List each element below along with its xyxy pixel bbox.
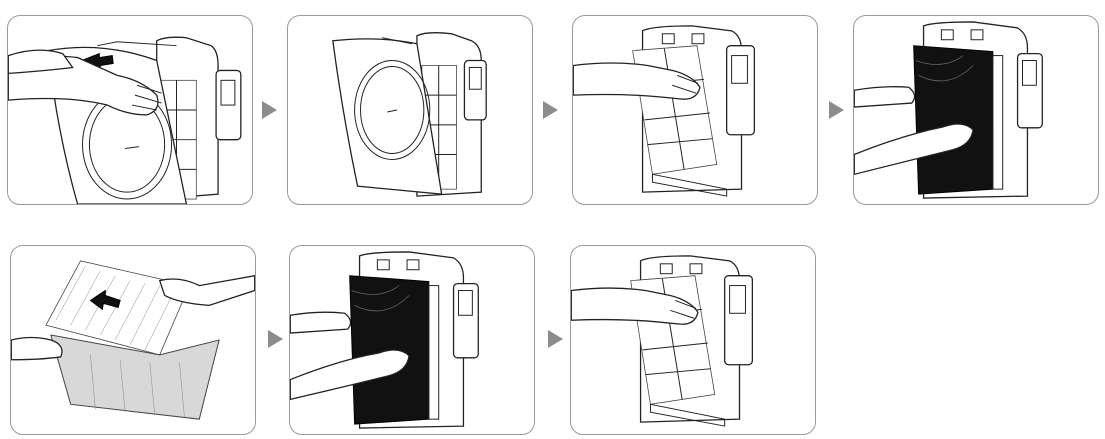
step-2-illustration	[332, 32, 487, 197]
step-6-insert-carbon-filter	[289, 245, 535, 435]
step-5-unwrap-new-filter	[10, 245, 256, 435]
step-5-illustration	[11, 260, 255, 420]
step-1-remove-front-panel	[7, 15, 253, 205]
step-4-illustration	[854, 21, 1043, 199]
step-1-illustration	[8, 36, 242, 204]
step-4-remove-carbon-filter	[853, 15, 1099, 205]
step-3-illustration	[573, 25, 756, 197]
step-3-remove-pre-filter	[572, 15, 818, 205]
step-2-front-panel-off	[287, 15, 533, 205]
step-7-insert-pre-filter	[570, 245, 816, 435]
step-7-illustration	[571, 255, 754, 427]
step-arrow-1	[262, 101, 277, 119]
step-arrow-6	[548, 330, 563, 348]
step-arrow-2	[543, 101, 558, 119]
step-arrow-3	[829, 101, 844, 119]
step-arrow-5	[268, 330, 283, 348]
step-6-illustration	[290, 251, 479, 429]
